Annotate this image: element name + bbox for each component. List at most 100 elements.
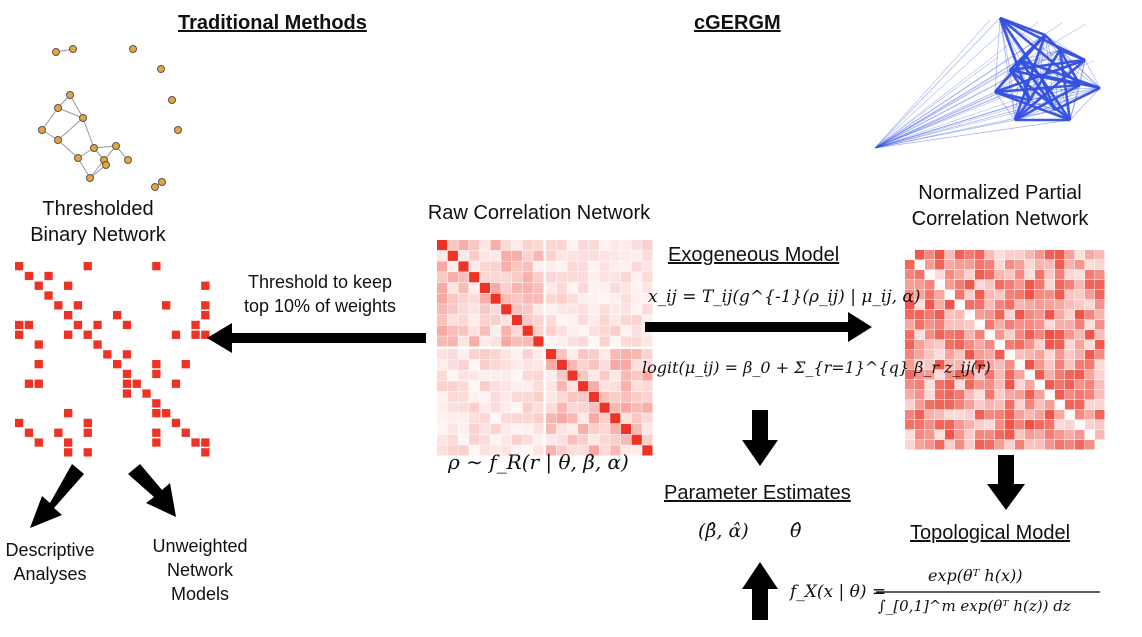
matrix-cell	[511, 261, 523, 272]
network-edge	[874, 109, 1056, 149]
matrix-cell	[620, 282, 632, 293]
matrix-cell	[73, 320, 83, 330]
matrix-cell	[905, 250, 915, 260]
network-edge	[1084, 59, 1101, 89]
matrix-cell	[567, 240, 578, 251]
matrix-cell	[985, 420, 995, 430]
matrix-cell	[1005, 330, 1015, 340]
matrix-cell	[955, 310, 965, 320]
matrix-cell	[437, 336, 448, 347]
matrix-cell	[522, 445, 533, 456]
matrix-cell	[642, 402, 653, 413]
matrix-cell	[905, 360, 915, 370]
matrix-cell	[501, 240, 512, 251]
matrix-cell	[965, 250, 975, 260]
matrix-cell	[34, 281, 43, 290]
matrix-cell	[1045, 330, 1055, 340]
matrix-cell	[945, 350, 955, 360]
matrix-cell	[437, 445, 448, 456]
matrix-cell	[556, 304, 567, 315]
network-edge	[1014, 74, 1041, 121]
matrix-cell	[152, 438, 161, 447]
matrix-cell	[479, 423, 490, 435]
matrix-cell	[447, 349, 458, 360]
network-edge	[1009, 69, 1071, 121]
matrix-cell	[556, 391, 567, 402]
matrix-cell	[152, 262, 161, 271]
matrix-cell	[522, 413, 533, 424]
network-edge	[999, 17, 1101, 89]
matrix-cell	[588, 240, 599, 251]
matrix-cell	[975, 310, 985, 320]
matrix-cell	[458, 434, 469, 445]
matrix-cell	[975, 400, 985, 410]
matrix-cell	[546, 325, 557, 336]
matrix-cell	[955, 290, 965, 300]
matrix-cell	[905, 390, 915, 400]
matrix-cell	[501, 402, 512, 413]
network-edge	[874, 59, 1086, 149]
matrix-cell	[905, 310, 915, 320]
matrix-cell	[479, 336, 490, 347]
matrix-cell	[1015, 400, 1025, 410]
matrix-cell	[1065, 280, 1075, 290]
matrix-cell	[533, 381, 544, 392]
label-parameter-estimates: Parameter Estimates	[664, 482, 851, 504]
matrix-cell	[437, 304, 448, 315]
matrix-cell	[610, 402, 621, 413]
matrix-cell	[925, 260, 935, 270]
header-cgergm: cGERGM	[694, 12, 781, 34]
matrix-cell	[905, 280, 915, 290]
matrix-cell	[915, 370, 925, 380]
matrix-cell	[556, 336, 567, 347]
matrix-cell	[995, 250, 1005, 260]
matrix-cell	[995, 260, 1005, 270]
label-line: Thresholded	[42, 198, 154, 220]
matrix-cell	[945, 300, 955, 310]
matrix-cell	[620, 336, 632, 347]
matrix-cell	[501, 445, 512, 456]
matrix-cell	[1075, 320, 1085, 330]
label-line: Analyses	[13, 564, 87, 584]
matrix-cell	[995, 430, 1005, 440]
matrix-cell	[1035, 340, 1045, 350]
matrix-cell	[1055, 260, 1065, 270]
matrix-cell	[985, 390, 995, 400]
matrix-cell	[556, 240, 567, 251]
network-edge	[1009, 59, 1021, 71]
matrix-cell	[533, 314, 544, 326]
matrix-cell	[1045, 370, 1055, 380]
matrix-cell	[522, 314, 533, 326]
matrix-cell	[588, 434, 599, 445]
matrix-cell	[533, 434, 544, 445]
matrix-cell	[1015, 260, 1025, 270]
matrix-cell	[1065, 290, 1075, 300]
matrix-cell	[578, 293, 589, 304]
matrix-cell	[437, 250, 448, 261]
matrix-cell	[447, 445, 458, 456]
network-edge	[1069, 84, 1081, 121]
matrix-cell	[1025, 390, 1035, 400]
matrix-cell	[1075, 310, 1085, 320]
matrix-cell	[1095, 370, 1105, 380]
matrix-cell	[522, 423, 533, 435]
network-edge	[1039, 74, 1071, 121]
matrix-cell	[610, 434, 621, 445]
label-normalized-network: Normalized Partial Correlation Network	[890, 180, 1110, 232]
matrix-cell	[511, 325, 523, 336]
matrix-cell	[567, 381, 578, 392]
matrix-cell	[1065, 400, 1075, 410]
matrix-cell	[567, 434, 578, 445]
matrix-cell	[1005, 410, 1015, 420]
matrix-cell	[501, 349, 512, 360]
matrix-cell	[437, 325, 448, 336]
matrix-cell	[965, 440, 975, 450]
matrix-cell	[1075, 300, 1085, 310]
matrix-cell	[935, 300, 945, 310]
matrix-cell	[925, 360, 935, 370]
matrix-cell	[501, 272, 512, 283]
matrix-cell	[1065, 380, 1075, 390]
matrix-cell	[1035, 410, 1045, 420]
matrix-cell	[620, 423, 632, 435]
matrix-cell	[152, 360, 161, 369]
